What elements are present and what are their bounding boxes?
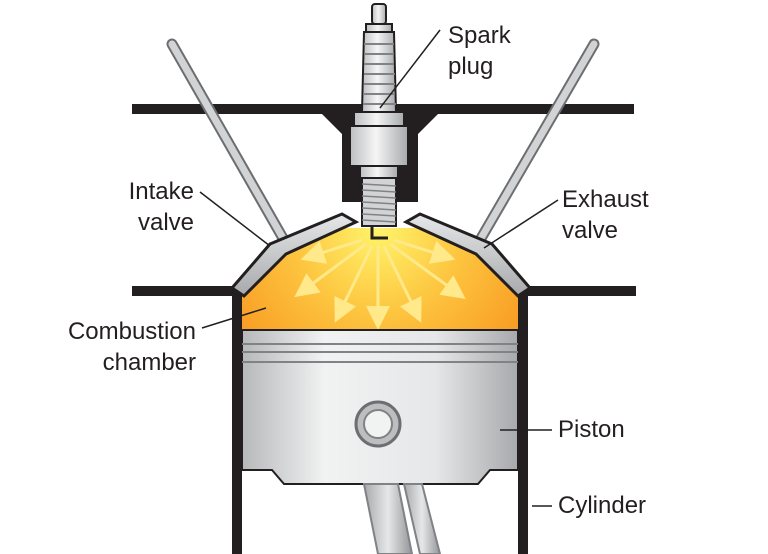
label-spark-plug: Spark plug [448, 22, 511, 80]
cylinder-deck-left [132, 286, 234, 296]
label-cylinder: Cylinder [558, 492, 647, 519]
label-exhaust-valve: Exhaust valve [562, 186, 649, 244]
cylinder-deck-right [522, 286, 636, 296]
exhaust-valve [402, 38, 600, 298]
intake-valve [166, 38, 360, 298]
cylinder-wall-right [518, 290, 528, 554]
label-piston: Piston [558, 416, 625, 443]
spark-plug [349, 3, 409, 240]
piston [241, 329, 519, 485]
connecting-rod [362, 483, 442, 554]
expansion-arrows [294, 238, 466, 330]
label-combustion-chamber: Combustion chamber [67, 318, 196, 376]
cylinder-wall-left [232, 290, 242, 554]
leader-lines [199, 29, 559, 507]
label-intake-valve: Intake valve [128, 178, 194, 236]
